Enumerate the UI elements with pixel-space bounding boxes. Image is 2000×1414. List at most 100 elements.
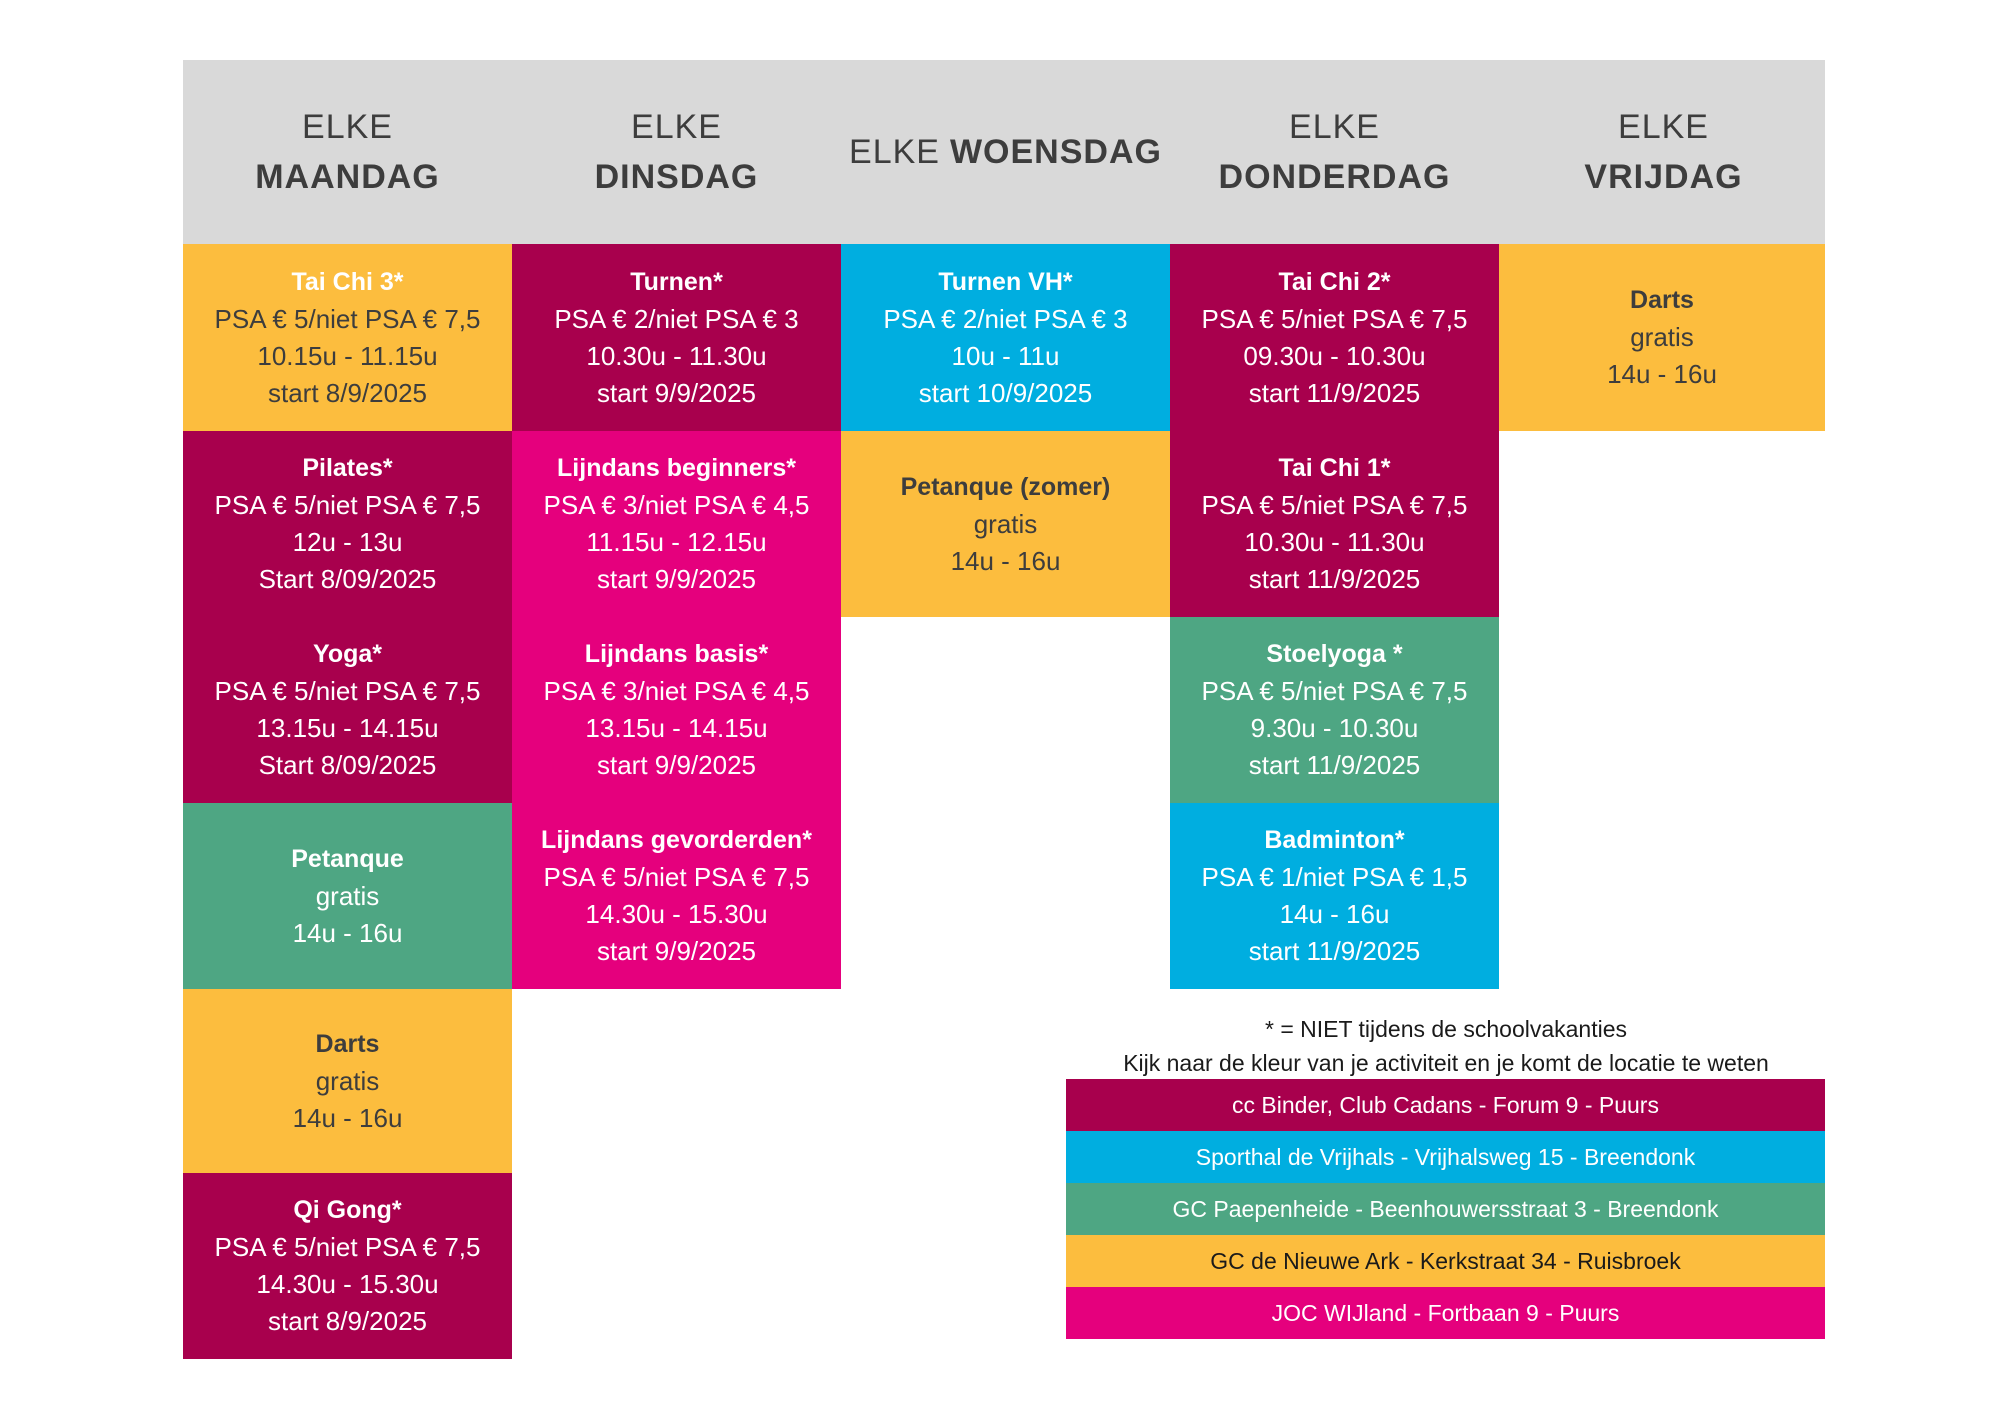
activity-title: Petanque (zomer) (900, 472, 1111, 501)
activity-time: 10u - 11u (951, 340, 1060, 371)
day-header-name: DONDERDAG (1218, 158, 1451, 196)
activity-block-lijndans-basis[interactable]: Lijndans basis* PSA € 3/niet PSA € 4,5 1… (512, 617, 841, 803)
day-header-tuesday: ELKE DINSDAG (512, 60, 841, 244)
activity-time: 14u - 16u (1279, 899, 1390, 929)
day-header-name: VRIJDAG (1584, 158, 1743, 196)
activity-price: PSA € 2/niet PSA € 3 (883, 303, 1128, 334)
activity-block-tai-chi-2[interactable]: Tai Chi 2* PSA € 5/niet PSA € 7,5 09.30u… (1170, 244, 1499, 431)
activity-title: Yoga* (313, 640, 382, 668)
activity-block-turnen[interactable]: Turnen* PSA € 2/niet PSA € 3 10.30u - 11… (512, 244, 841, 431)
activity-time: 14u - 16u (292, 917, 403, 948)
activity-time: 11.15u - 12.15u (586, 527, 767, 557)
activity-start: start 8/9/2025 (268, 377, 427, 408)
legend-item-nieuwe-ark: GC de Nieuwe Ark - Kerkstraat 34 - Ruisb… (1066, 1235, 1825, 1287)
activity-time: 14.30u - 15.30u (585, 899, 768, 929)
activity-start: start 9/9/2025 (597, 936, 756, 966)
activity-price: PSA € 5/niet PSA € 7,5 (1201, 303, 1468, 334)
day-header-prefix: ELKE (849, 133, 940, 171)
activity-title: Tai Chi 3* (291, 267, 404, 296)
activity-title: Tai Chi 1* (1278, 454, 1391, 482)
activity-time: 10.30u - 11.30u (1244, 527, 1425, 557)
days-header-bar (183, 60, 1825, 244)
activity-price: PSA € 5/niet PSA € 7,5 (214, 1232, 481, 1262)
activity-price: PSA € 2/niet PSA € 3 (554, 303, 799, 334)
activity-title: Tai Chi 2* (1278, 267, 1391, 296)
day-header-name: DINSDAG (594, 158, 759, 196)
activity-time: 10.15u - 11.15u (257, 340, 438, 371)
activity-price: PSA € 5/niet PSA € 7,5 (543, 862, 810, 892)
legend-item-sporthal: Sporthal de Vrijhals - Vrijhalsweg 15 - … (1066, 1131, 1825, 1183)
activity-title: Darts (1630, 286, 1694, 314)
activity-title: Stoelyoga * (1266, 640, 1403, 668)
activity-time: 10.30u - 11.30u (586, 340, 767, 371)
activity-time: 14.30u - 15.30u (256, 1269, 439, 1299)
activity-title: Petanque (291, 844, 404, 873)
activity-block-stoelyoga[interactable]: Stoelyoga * PSA € 5/niet PSA € 7,5 9.30u… (1170, 617, 1499, 803)
legend-label: GC de Nieuwe Ark - Kerkstraat 34 - Ruisb… (1210, 1247, 1681, 1274)
activity-block-petanque[interactable]: Petanque gratis 14u - 16u (183, 803, 512, 989)
day-header-prefix: ELKE (631, 108, 722, 146)
activity-price: PSA € 5/niet PSA € 7,5 (214, 303, 481, 334)
activity-start: start 11/9/2025 (1248, 377, 1421, 408)
activity-price: PSA € 5/niet PSA € 7,5 (214, 676, 481, 706)
activity-time: 14u - 16u (950, 545, 1061, 576)
day-header-friday: ELKE VRIJDAG (1499, 60, 1828, 244)
activity-title: Pilates* (302, 454, 393, 482)
day-header-prefix: ELKE (1618, 108, 1709, 146)
activity-block-darts-monday[interactable]: Darts gratis 14u - 16u (183, 989, 512, 1173)
legend-item-paepenheide: GC Paepenheide - Beenhouwersstraat 3 - B… (1066, 1183, 1825, 1235)
activity-block-lijndans-gevorderden[interactable]: Lijndans gevorderden* PSA € 5/niet PSA €… (512, 803, 841, 989)
activity-block-lijndans-beginners[interactable]: Lijndans beginners* PSA € 3/niet PSA € 4… (512, 431, 841, 617)
activity-price: PSA € 3/niet PSA € 4,5 (543, 490, 810, 520)
activity-title: Lijndans gevorderden* (541, 826, 812, 854)
activity-start: start 11/9/2025 (1248, 750, 1421, 780)
activity-block-turnen-vh[interactable]: Turnen VH* PSA € 2/niet PSA € 3 10u - 11… (841, 244, 1170, 431)
activity-title: Qi Gong* (293, 1196, 402, 1224)
activity-title: Lijndans basis* (584, 640, 769, 668)
activity-time: 13.15u - 14.15u (256, 713, 439, 743)
activity-price: PSA € 5/niet PSA € 7,5 (1201, 676, 1468, 706)
activity-start: start 8/9/2025 (268, 1306, 427, 1336)
activity-price: gratis (1630, 322, 1694, 352)
activity-price: PSA € 5/niet PSA € 7,5 (1201, 490, 1468, 520)
activity-title: Turnen* (630, 267, 723, 296)
activity-price: PSA € 5/niet PSA € 7,5 (214, 490, 481, 520)
legend-label: GC Paepenheide - Beenhouwersstraat 3 - B… (1172, 1195, 1719, 1222)
activity-time: 9.30u - 10.30u (1250, 713, 1419, 743)
day-header-name: MAANDAG (255, 158, 440, 196)
activity-block-badminton[interactable]: Badminton* PSA € 1/niet PSA € 1,5 14u - … (1170, 803, 1499, 989)
activity-time: 09.30u - 10.30u (1243, 340, 1426, 371)
activity-price: gratis (973, 508, 1038, 539)
legend-item-joc: JOC WIJland - Fortbaan 9 - Puurs (1066, 1287, 1825, 1339)
activity-start: start 11/9/2025 (1248, 936, 1421, 966)
activity-price: gratis (315, 1065, 380, 1096)
legend-label: JOC WIJland - Fortbaan 9 - Puurs (1271, 1299, 1620, 1326)
activity-title: Darts (315, 1029, 380, 1058)
activity-block-yoga[interactable]: Yoga* PSA € 5/niet PSA € 7,5 13.15u - 14… (183, 617, 512, 803)
day-header-name: WOENSDAG (949, 133, 1162, 171)
activity-price: PSA € 3/niet PSA € 4,5 (543, 676, 810, 706)
activity-block-qi-gong[interactable]: Qi Gong* PSA € 5/niet PSA € 7,5 14.30u -… (183, 1173, 512, 1359)
activity-time: 12u - 13u (292, 527, 403, 557)
activity-block-tai-chi-3[interactable]: Tai Chi 3* PSA € 5/niet PSA € 7,5 10.15u… (183, 244, 512, 431)
asterisk-note: * = NIET tijdens de schoolvakanties (1264, 1016, 1628, 1042)
activity-price: gratis (315, 880, 380, 911)
activity-price: PSA € 1/niet PSA € 1,5 (1201, 862, 1468, 892)
activity-start: start 9/9/2025 (597, 750, 756, 780)
activity-time: 13.15u - 14.15u (585, 713, 768, 743)
activity-block-petanque-zomer[interactable]: Petanque (zomer) gratis 14u - 16u (841, 431, 1170, 617)
activity-title: Turnen VH* (938, 267, 1073, 296)
activity-title: Badminton* (1264, 826, 1405, 854)
activity-start: start 9/9/2025 (597, 564, 756, 594)
legend-label: Sporthal de Vrijhals - Vrijhalsweg 15 - … (1195, 1143, 1696, 1170)
activity-block-darts-friday[interactable]: Darts gratis 14u - 16u (1499, 244, 1825, 431)
activity-block-tai-chi-1[interactable]: Tai Chi 1* PSA € 5/niet PSA € 7,5 10.30u… (1170, 431, 1499, 617)
activity-time: 14u - 16u (1607, 359, 1717, 389)
activity-block-pilates[interactable]: Pilates* PSA € 5/niet PSA € 7,5 12u - 13… (183, 431, 512, 617)
day-header-prefix: ELKE (302, 108, 393, 146)
day-header-prefix: ELKE (1289, 108, 1380, 146)
legend-item-binder: cc Binder, Club Cadans - Forum 9 - Puurs (1066, 1079, 1825, 1131)
activity-time: 14u - 16u (292, 1102, 403, 1133)
activity-start: start 9/9/2025 (597, 377, 756, 408)
